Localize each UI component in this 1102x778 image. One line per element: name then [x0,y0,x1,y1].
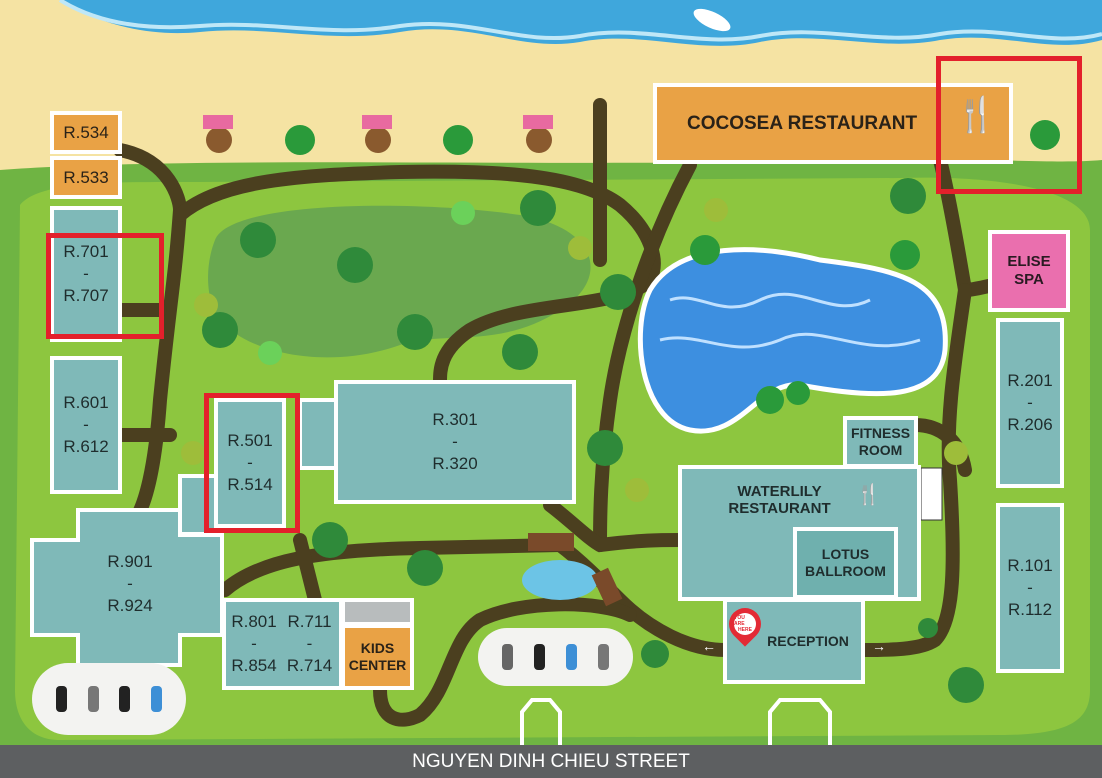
label: R.534 [63,122,109,142]
label: SPA [1014,271,1044,288]
arrow-right-icon: → [872,638,886,654]
label: R.707 [63,286,109,305]
label: ELISE [1007,253,1051,270]
boat-icon [693,8,731,32]
building-r201[interactable]: R.201 - R.206 [996,318,1064,488]
building-r534[interactable]: R.534 [50,111,122,154]
building-r533[interactable]: R.533 [50,156,122,199]
label: - [83,415,89,434]
label: COCOSEA RESTAURANT [687,112,918,134]
building-r301[interactable]: R.301 - R.320 [334,380,576,504]
arrow-left-icon: ← [702,638,716,654]
label: R.112 [1007,600,1053,619]
building-r601[interactable]: R.601 - R.612 [50,356,122,494]
label: - [1027,578,1033,597]
palm-trees [285,120,1060,414]
gate-right [768,698,832,745]
gate-left [520,698,562,745]
fork-spoon-icon: 🍴 [856,484,881,506]
label: HERE [738,627,752,633]
label: - [452,432,458,451]
label: R.711 [287,612,332,631]
swimming-pool [637,247,948,434]
street: NGUYEN DINH CHIEU STREET [0,745,1102,778]
label: - [251,634,257,653]
bridge [528,533,574,551]
label: R.714 [286,656,333,675]
label: R.612 [63,437,109,456]
label: RESTAURANT [728,500,831,517]
label: R.901 [107,552,153,571]
building-r801[interactable]: R.801 - R.854 [222,598,282,690]
label: R.320 [432,454,478,473]
label: - [1027,393,1033,412]
label: WATERLILY [737,483,822,500]
stairs [920,467,943,521]
building-r901-shape [30,508,224,667]
building-r711[interactable]: R.711 - R.714 [280,598,343,690]
label: - [127,574,133,593]
label: R.701 [63,242,109,261]
label: R.801 [231,612,277,631]
label: BALLROOM [805,563,886,579]
label: R.201 [1007,371,1053,390]
label: FITNESS [850,425,911,441]
building-storage [341,598,414,626]
building-r901[interactable]: R.901 - R.924 [80,536,180,632]
label: - [247,453,253,472]
label: - [83,264,89,283]
building-r101[interactable]: R.101 - R.112 [996,503,1064,673]
label: R.301 [432,410,478,429]
highlight-r501 [204,393,300,533]
label: R.533 [63,167,109,187]
building-cocosea-restaurant[interactable]: COCOSEA RESTAURANT [653,83,1013,164]
label: CENTER [348,657,407,673]
lily-pond [522,560,598,600]
label: RECEPTION [767,632,849,649]
highlight-r701 [46,233,164,339]
label: R.501 [227,431,273,450]
parking-lot-left [32,663,186,735]
building-r701[interactable]: R.701 - R.707 [50,206,122,342]
fork-spoon-icon: 🍴 [955,96,998,134]
label: R.101 [1007,556,1053,575]
parking-lot-center [478,628,633,686]
label: - [306,634,313,653]
label: R.206 [1007,415,1053,434]
label: R.601 [63,393,109,412]
street-name: NGUYEN DINH CHIEU STREET [412,750,690,772]
walkways [113,98,1002,727]
building-r501[interactable]: R.501 - R.514 [214,398,286,528]
label: ROOM [858,442,903,458]
label: LOTUS [821,546,870,562]
label: R.514 [227,475,273,494]
highlight-cocosea-restaurant [936,56,1082,194]
label: KIDS [360,640,395,656]
label: R.854 [231,656,277,675]
label: YOU ARE [734,615,745,627]
beach-umbrellas [203,115,553,153]
label: R.924 [107,596,153,615]
trees [181,178,984,703]
